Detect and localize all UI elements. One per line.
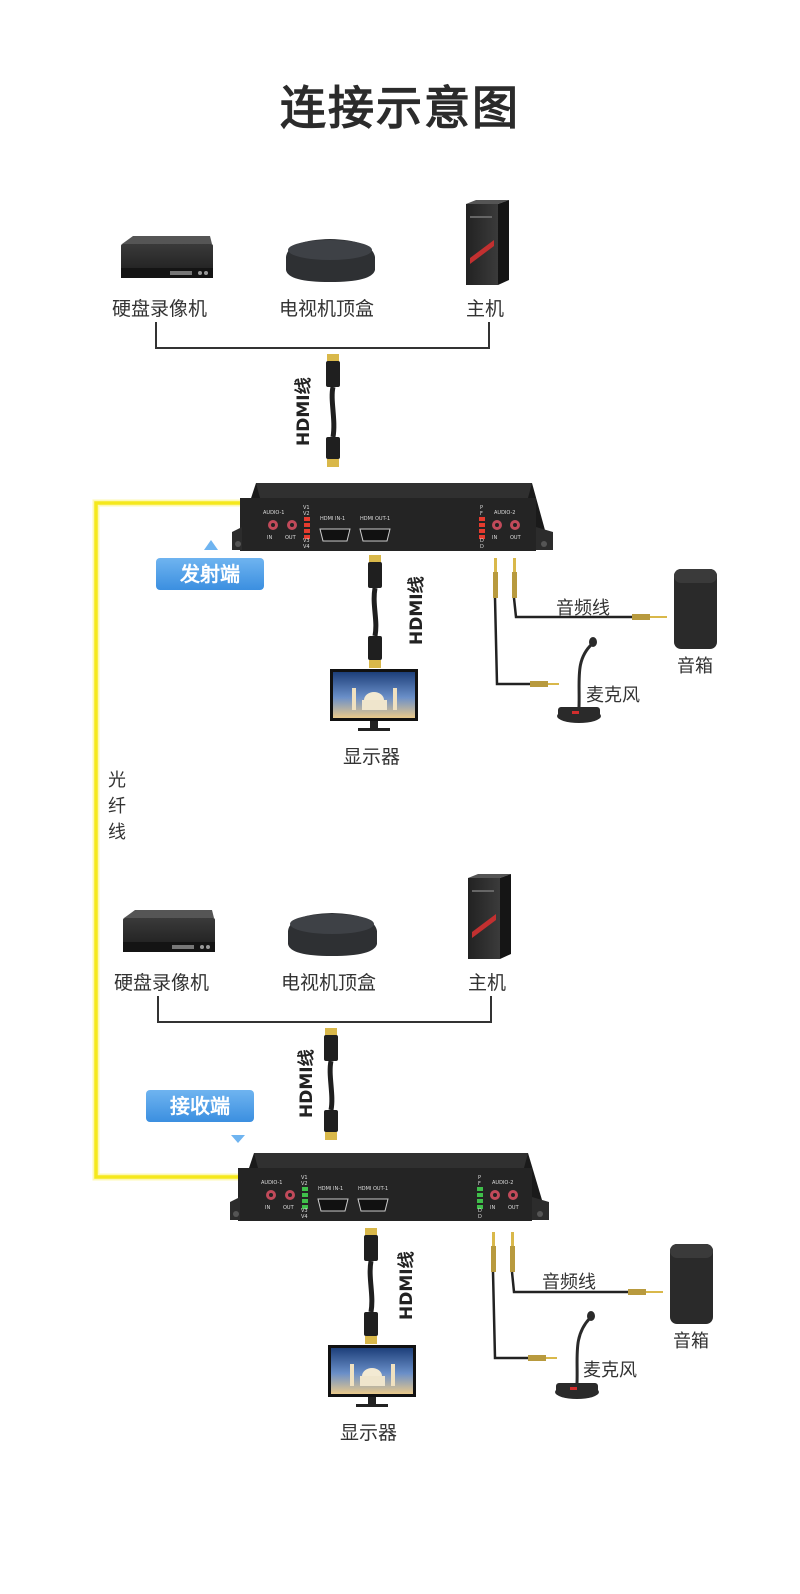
audio-cables bbox=[493, 558, 667, 687]
port-label-hdmi-in: HDMI IN-1 bbox=[320, 516, 346, 522]
port-label-in: IN bbox=[267, 535, 273, 541]
source-bracket bbox=[157, 996, 492, 1023]
mic-label: 麦克风 bbox=[583, 1360, 637, 1381]
hdmi-cable-out-label: HDMI线 bbox=[397, 1251, 417, 1320]
sender-device bbox=[232, 483, 553, 551]
sender-section bbox=[121, 200, 717, 731]
led-label-v3: V3 bbox=[303, 538, 310, 544]
speaker-label: 音箱 bbox=[677, 656, 713, 677]
led-label-v4: V4 bbox=[303, 544, 310, 550]
led-label-v1: V1 bbox=[303, 505, 310, 511]
audio-cable-label: 音频线 bbox=[556, 598, 610, 619]
audio-cable-label: 音频线 bbox=[542, 1272, 596, 1293]
hdmi-cable-in-label: HDMI线 bbox=[297, 1049, 317, 1118]
receiver-section bbox=[123, 874, 713, 1407]
speaker-label: 音箱 bbox=[673, 1331, 709, 1352]
mic-label: 麦克风 bbox=[586, 685, 640, 706]
speaker-icon bbox=[670, 1244, 713, 1324]
led-label-v2: V2 bbox=[303, 511, 310, 517]
display-label: 显示器 bbox=[343, 746, 401, 768]
port-label-audio1: AUDIO-1 bbox=[263, 510, 285, 516]
hdmi-cable-out bbox=[368, 555, 382, 668]
port-label-out: OUT bbox=[285, 535, 296, 541]
hdmi-cable-out bbox=[364, 1228, 378, 1344]
sender-badge: 发射端 bbox=[156, 558, 264, 590]
audio-cables bbox=[491, 1232, 663, 1361]
receiver-device bbox=[230, 1153, 549, 1221]
port-label-in: IN bbox=[265, 1205, 271, 1211]
led-label-d: D bbox=[480, 538, 484, 544]
led-label-d: D bbox=[478, 1214, 482, 1220]
port-label-audio1: AUDIO-1 bbox=[261, 1180, 283, 1186]
port-label-in: IN bbox=[492, 535, 498, 541]
led-label-v2: V2 bbox=[301, 1181, 308, 1187]
set-top-box-icon bbox=[288, 913, 377, 956]
hdmi-cable-in bbox=[326, 354, 340, 467]
source-label-pc: 主机 bbox=[466, 298, 505, 320]
dvr-icon bbox=[121, 236, 213, 278]
receiver-badge: 接收端 bbox=[146, 1090, 254, 1122]
set-top-box-icon bbox=[286, 239, 375, 282]
hdmi-cable-in bbox=[324, 1028, 338, 1140]
led-label-f: F bbox=[478, 1181, 481, 1187]
badge-pointer bbox=[204, 540, 218, 550]
monitor-icon bbox=[330, 669, 418, 731]
source-label-stb: 电视机顶盒 bbox=[281, 972, 377, 994]
speaker-icon bbox=[674, 569, 717, 649]
fiber-label: 光 纤 线 bbox=[108, 770, 126, 843]
hdmi-cable-out-label: HDMI线 bbox=[407, 576, 427, 645]
badge-pointer bbox=[231, 1135, 245, 1143]
microphone-icon bbox=[557, 637, 601, 723]
led-label-p: P bbox=[478, 1175, 482, 1181]
display-label: 显示器 bbox=[340, 1422, 398, 1444]
led-label-v4: V4 bbox=[301, 1214, 308, 1220]
port-label-out: OUT bbox=[508, 1205, 519, 1211]
led-label-p: P bbox=[480, 505, 484, 511]
hdmi-cable-in-label: HDMI线 bbox=[294, 377, 314, 446]
led-label-d: D bbox=[480, 544, 484, 550]
pc-tower-icon bbox=[466, 200, 509, 285]
port-label-out: OUT bbox=[510, 535, 521, 541]
source-label-pc: 主机 bbox=[468, 972, 507, 994]
pc-tower-icon bbox=[468, 874, 511, 959]
dvr-icon bbox=[123, 910, 215, 952]
source-bracket bbox=[155, 322, 490, 349]
monitor-icon bbox=[328, 1345, 416, 1407]
port-label-audio2: AUDIO-2 bbox=[494, 510, 516, 516]
port-label-hdmi-out: HDMI OUT-1 bbox=[360, 516, 391, 522]
port-label-out: OUT bbox=[283, 1205, 294, 1211]
fiber-cable bbox=[92, 499, 244, 1181]
port-label-in: IN bbox=[490, 1205, 496, 1211]
port-label-hdmi-out: HDMI OUT-1 bbox=[358, 1186, 389, 1192]
led-label-v1: V1 bbox=[301, 1175, 308, 1181]
source-label-dvr: 硬盘录像机 bbox=[112, 298, 208, 320]
source-label-dvr: 硬盘录像机 bbox=[114, 972, 210, 994]
source-label-stb: 电视机顶盒 bbox=[279, 298, 375, 320]
led-label-f: F bbox=[480, 511, 483, 517]
port-label-audio2: AUDIO-2 bbox=[492, 1180, 514, 1186]
led-label-d: D bbox=[478, 1208, 482, 1214]
microphone-icon bbox=[555, 1311, 599, 1399]
page-title: 连接示意图 bbox=[280, 81, 520, 135]
led-label-v3: V3 bbox=[301, 1208, 308, 1214]
port-label-hdmi-in: HDMI IN-1 bbox=[318, 1186, 344, 1192]
